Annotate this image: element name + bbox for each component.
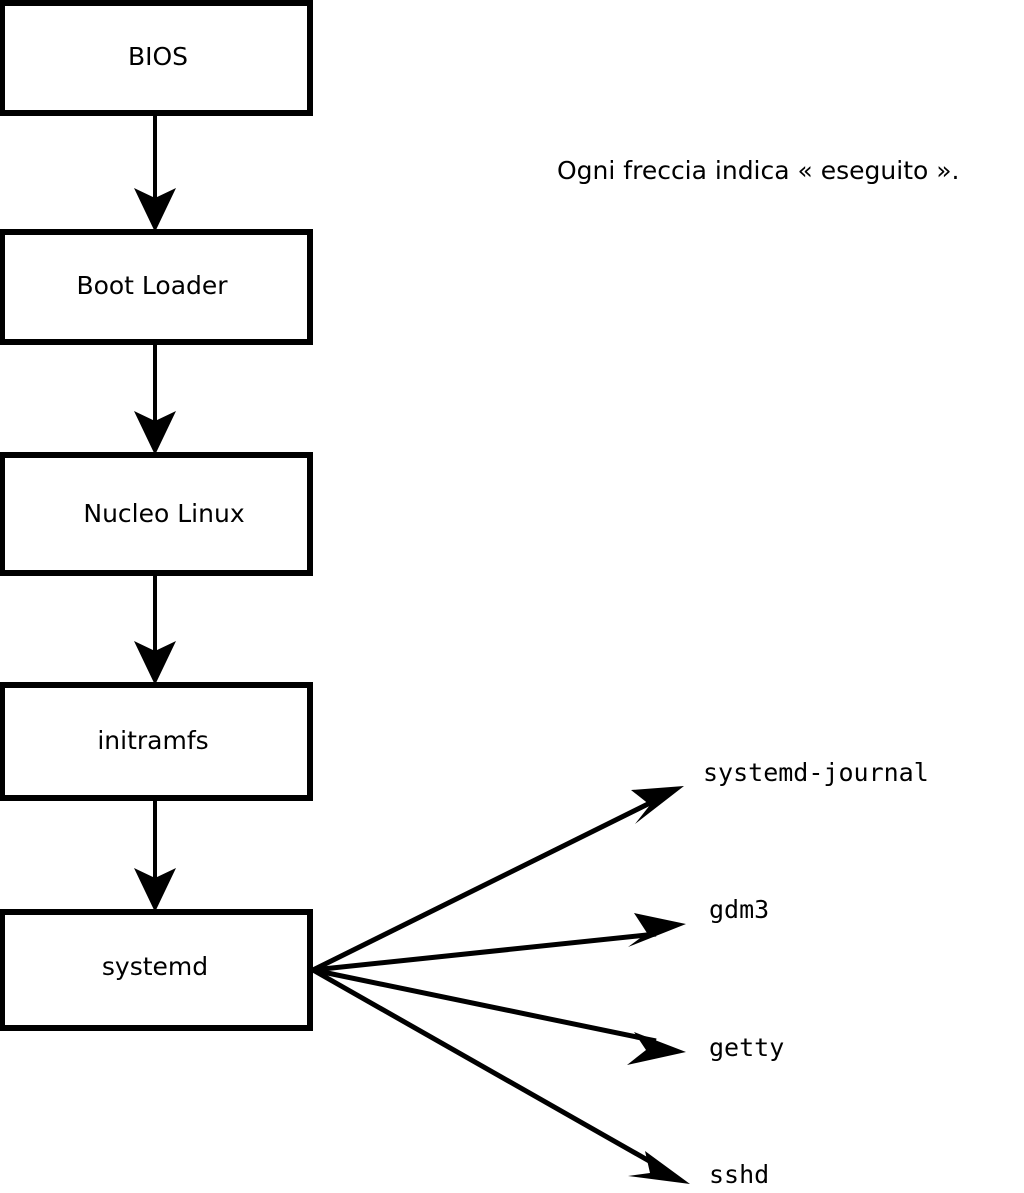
box-systemd[interactable]: systemd xyxy=(0,909,313,1031)
fanout-line xyxy=(312,931,657,973)
box-initramfs[interactable]: initramfs xyxy=(0,682,313,801)
service-label-getty: getty xyxy=(709,1033,784,1062)
service-labels: systemd-journal gdm3 getty sshd xyxy=(703,758,929,1189)
box-outline xyxy=(0,0,313,116)
fanout-arrow-systemd-journal xyxy=(311,786,684,973)
fanout-line xyxy=(312,967,657,1044)
box-outline xyxy=(0,229,313,345)
arrowhead-down-icon xyxy=(134,411,176,455)
fanout-line xyxy=(311,967,660,1169)
fanout-arrow-gdm3 xyxy=(312,913,686,973)
arrowhead-icon xyxy=(628,1151,690,1184)
box-bios[interactable]: BIOS xyxy=(0,0,313,116)
service-label-sshd: sshd xyxy=(709,1160,769,1189)
fanout-arrows xyxy=(311,786,690,1184)
box-nucleo-linux[interactable]: Nucleo Linux xyxy=(0,452,313,576)
connector-bios-to-bootloader xyxy=(134,113,176,232)
box-label: Boot Loader xyxy=(76,271,228,300)
arrowhead-icon xyxy=(628,913,686,947)
chain-connectors xyxy=(134,113,176,912)
service-label-gdm3: gdm3 xyxy=(709,895,769,924)
fanout-line xyxy=(311,798,656,973)
connector-initramfs-to-systemd xyxy=(134,798,176,912)
box-label: systemd xyxy=(102,952,208,981)
box-outline xyxy=(0,682,313,801)
box-label: initramfs xyxy=(97,726,208,755)
arrowhead-down-icon xyxy=(134,188,176,232)
fanout-arrow-getty xyxy=(312,967,686,1065)
box-label: BIOS xyxy=(128,42,188,71)
arrowhead-down-icon xyxy=(134,641,176,685)
box-boot-loader[interactable]: Boot Loader xyxy=(0,229,313,345)
box-outline xyxy=(0,909,313,1031)
arrowhead-down-icon xyxy=(134,868,176,912)
connector-bootloader-to-kernel xyxy=(134,342,176,455)
arrowhead-icon xyxy=(627,1032,686,1065)
box-label: Nucleo Linux xyxy=(83,499,244,528)
arrowhead-icon xyxy=(631,786,684,824)
connector-kernel-to-initramfs xyxy=(134,573,176,685)
box-outline xyxy=(0,452,313,576)
arrow-legend-note: Ogni freccia indica « eseguito ». xyxy=(557,156,960,185)
service-label-systemd-journal: systemd-journal xyxy=(703,758,929,787)
fanout-arrow-sshd xyxy=(311,967,690,1184)
